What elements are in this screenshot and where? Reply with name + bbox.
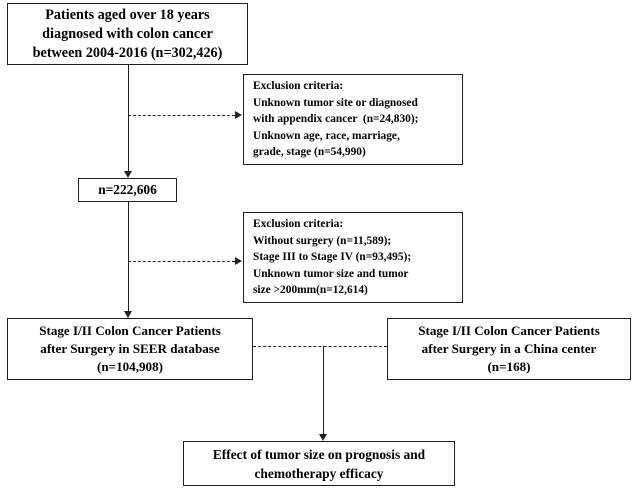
node-exclusion-2-line-5: size >200mm(n=12,614) [253,284,368,297]
node-china-line-1: Stage I/II Colon Cancer Patients [418,323,600,338]
edge-remaining-to-exclusion-2 [128,261,235,262]
node-seer-line-2: after Surgery in SEER database [40,341,220,356]
edge-seer-to-china [253,346,387,347]
arrowhead-right-icon [235,257,242,266]
node-seer-line-1: Stage I/II Colon Cancer Patients [39,323,221,338]
node-cohort-line-1: Patients aged over 18 years [45,6,210,23]
node-china-line-2: after Surgery in a China center [421,341,597,356]
node-exclusion-criteria-2: Exclusion criteria: Without surgery (n=1… [243,212,463,303]
node-exclusion-1-line-3: with appendix cancer (n=24,830); [253,113,419,126]
node-exclusion-1-line-4: Unknown age, race, marriage, [253,129,400,142]
node-exclusion-2-line-1: Exclusion criteria: [253,218,344,231]
arrowhead-down-icon [123,171,132,178]
node-exclusion-1-line-5: grade, stage (n=54,990) [253,146,366,159]
node-cohort: Patients aged over 18 years diagnosed wi… [7,3,248,65]
node-exclusion-1-line-2: Unknown tumor site or diagnosed [253,96,418,109]
node-seer-cohort: Stage I/II Colon Cancer Patients after S… [7,318,253,380]
arrowhead-down-icon [318,434,327,441]
node-exclusion-2-line-3: Stage III to Stage IV (n=93,495); [253,251,412,264]
node-outcome-line-1: Effect of tumor size on prognosis and [212,446,426,462]
edge-cohort-to-remaining [128,65,129,171]
edge-remaining-to-seer [128,202,129,311]
node-china-cohort: Stage I/II Colon Cancer Patients after S… [387,318,631,380]
node-outcome: Effect of tumor size on prognosis and ch… [183,441,455,486]
node-outcome-line-2: chemotherapy efficacy [254,465,384,481]
node-remaining-line-1: n=222,606 [98,182,157,197]
arrowhead-right-icon [235,111,242,120]
node-exclusion-1-line-1: Exclusion criteria: [253,80,344,93]
node-seer-line-3: (n=104,908) [96,359,164,374]
edge-cohort-to-exclusion-1 [128,115,235,116]
node-exclusion-2-line-2: Without surgery (n=11,589); [253,234,392,247]
node-exclusion-2-line-4: Unknown tumor size and tumor [253,267,409,280]
node-remaining-count: n=222,606 [78,178,177,202]
arrowhead-down-icon [123,311,132,318]
node-cohort-line-2: diagnosed with colon cancer [42,25,213,42]
node-china-line-3: (n=168) [487,359,531,374]
edge-cohorts-to-outcome [323,346,324,434]
node-cohort-line-3: between 2004-2016 (n=302,426) [32,44,223,61]
node-exclusion-criteria-1: Exclusion criteria: Unknown tumor site o… [243,74,463,165]
